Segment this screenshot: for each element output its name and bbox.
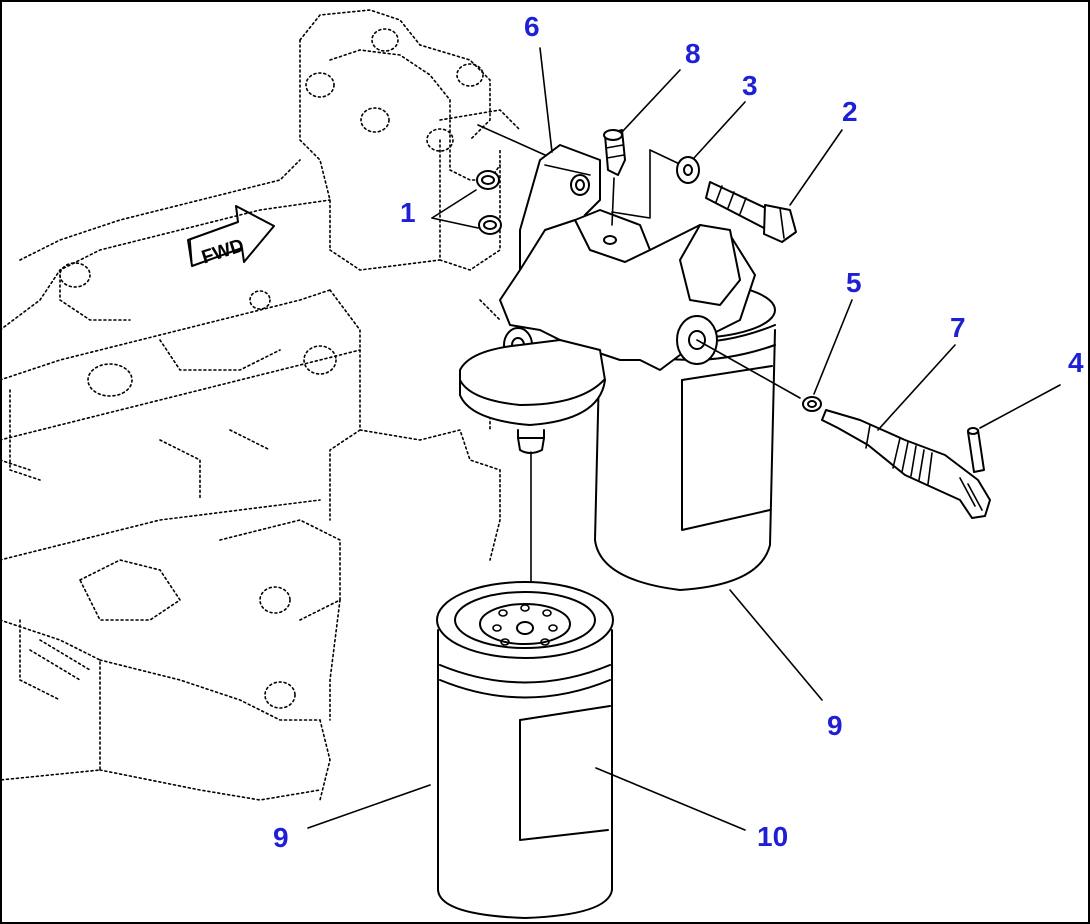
callout-8: 8	[685, 38, 701, 69]
callout-6: 6	[524, 11, 540, 42]
bolt-and-washer	[611, 149, 797, 243]
engine-housing-outline	[0, 9, 521, 801]
callout-1: 1	[400, 197, 416, 228]
callout-5: 5	[846, 267, 862, 298]
callout-4: 4	[1068, 347, 1084, 378]
leader-lines	[307, 47, 1061, 831]
callout-10: 10	[757, 821, 788, 852]
o-rings	[476, 170, 502, 235]
plug-screw	[603, 129, 626, 226]
callout-2: 2	[842, 96, 858, 127]
filter-cartridge	[436, 581, 614, 919]
callout-9-lower: 9	[273, 822, 289, 853]
callout-9-upper: 9	[827, 710, 843, 741]
fwd-arrow-marker: FWD	[187, 205, 275, 268]
callout-7: 7	[950, 312, 966, 343]
fwd-label: FWD	[199, 235, 247, 268]
sensor-assembly	[696, 339, 991, 519]
callout-3: 3	[742, 70, 758, 101]
filter-head	[459, 209, 776, 591]
cartridge-holes	[492, 604, 558, 646]
